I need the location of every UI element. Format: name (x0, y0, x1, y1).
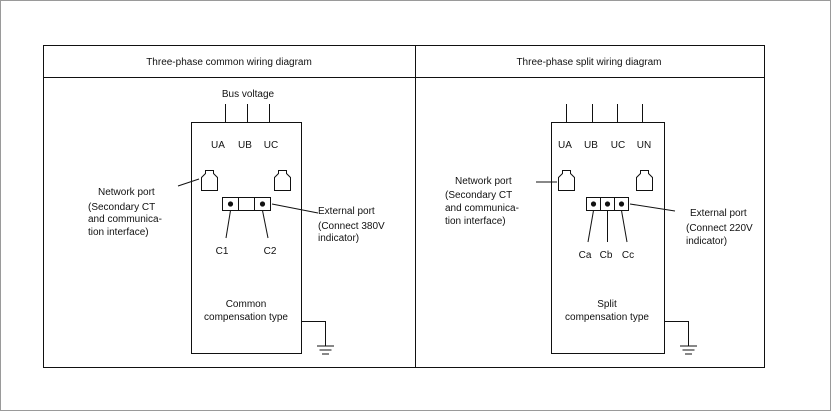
network-port-right-icon (274, 170, 291, 191)
external-port-desc-2: indicator) (318, 233, 359, 244)
type-label-line-2: compensation type (565, 312, 649, 323)
terminal-label-ca: Ca (579, 250, 592, 261)
network-port-desc-3: tion interface) (445, 216, 506, 227)
diagram-table-border (43, 45, 765, 368)
network-port-desc-1: (Secondary CT (445, 190, 512, 201)
phase-label-un: UN (637, 140, 651, 151)
phase-label-uc: UC (264, 140, 278, 151)
terminal-dot (227, 201, 234, 207)
type-label-line-1: Common (226, 299, 267, 310)
type-label-line-1: Split (597, 299, 617, 310)
external-port-label: External port (690, 208, 747, 219)
phase-label-ub: UB (584, 140, 598, 151)
left-panel-title: Three-phase common wiring diagram (146, 57, 312, 68)
terminal-dot (618, 201, 625, 207)
ground-wire-right (664, 321, 689, 346)
network-port-label: Network port (455, 176, 512, 187)
network-port-desc-2: and communica- (445, 203, 519, 214)
split-device-body (551, 122, 665, 354)
phase-label-ub: UB (238, 140, 252, 151)
external-port-desc-2: indicator) (686, 236, 727, 247)
terminal-dot (590, 201, 597, 207)
network-port-label: Network port (98, 187, 155, 198)
phase-label-uc: UC (611, 140, 625, 151)
ground-wire-left (301, 321, 326, 346)
external-port-desc-1: (Connect 220V (686, 223, 753, 234)
network-port-left-icon (201, 170, 218, 191)
right-panel-title: Three-phase split wiring diagram (516, 57, 661, 68)
network-port-left-icon (558, 170, 575, 191)
terminal-label-cc: Cc (622, 250, 634, 261)
terminal-dot (604, 201, 611, 207)
type-label-line-2: compensation type (204, 312, 288, 323)
phase-label-ua: UA (211, 140, 225, 151)
network-port-desc-2: and communica- (88, 214, 162, 225)
external-port-desc-1: (Connect 380V (318, 221, 385, 232)
terminal-dot (259, 201, 266, 207)
network-port-desc-1: (Secondary CT (88, 202, 155, 213)
network-port-desc-3: tion interface) (88, 227, 149, 238)
common-terminal-block (222, 197, 271, 211)
external-port-label: External port (318, 206, 375, 217)
terminal-label-c2: C2 (264, 246, 277, 257)
network-port-right-icon (636, 170, 653, 191)
terminal-label-cb: Cb (600, 250, 613, 261)
common-device-body (191, 122, 302, 354)
bus-voltage-label: Bus voltage (222, 89, 275, 100)
terminal-label-c1: C1 (216, 246, 229, 257)
phase-label-ua: UA (558, 140, 572, 151)
